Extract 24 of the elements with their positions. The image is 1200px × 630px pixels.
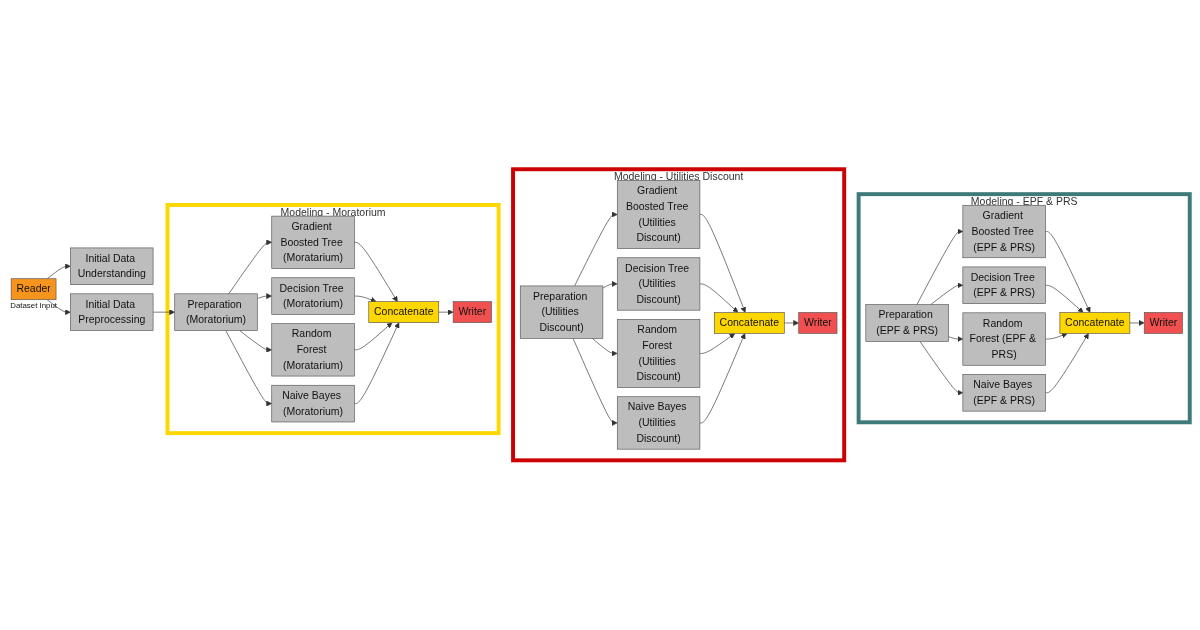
node-box: Concatenate xyxy=(1059,312,1131,334)
node-box: Concatenate xyxy=(368,301,440,324)
node-box: Initial Data Preprocessing xyxy=(70,293,154,332)
node-box: Preparation (Utilities Discount) xyxy=(519,285,604,339)
node-box: Naive Bayes (EPF & PRS) xyxy=(962,374,1046,412)
node-box: Decision Tree (Utilities Discount) xyxy=(616,257,701,311)
node-box: Concatenate xyxy=(714,312,785,334)
node-box: Random Forest (EPF & PRS) xyxy=(962,312,1046,366)
node-box: Random Forest (Moratarium) xyxy=(271,323,355,377)
node-box: Decision Tree (Moratorium) xyxy=(271,277,355,315)
node-box: Writer xyxy=(1143,312,1183,334)
node-box: Naive Bayes (Moratorium) xyxy=(271,385,355,423)
node-box: Naive Bayes (Utilities Discount) xyxy=(616,396,701,450)
node-box: Writer xyxy=(452,301,492,324)
node-box: Random Forest (Utilities Discount) xyxy=(616,319,701,389)
node-box: Gradient Boosted Tree (Moratarium) xyxy=(271,216,355,270)
node-box: Reader xyxy=(10,278,57,301)
node-box: Preparation (EPF & PRS) xyxy=(865,304,949,342)
node-box: Writer xyxy=(798,312,838,334)
node-box: Gradient Boosted Tree (EPF & PRS) xyxy=(962,205,1046,259)
node-box: Decision Tree (EPF & PRS) xyxy=(962,266,1046,305)
node-box: Gradient Boosted Tree (Utilities Discount) xyxy=(616,180,701,250)
node-box: Initial Data Understanding xyxy=(70,247,154,286)
node-box: Preparation (Moratorium) xyxy=(174,293,258,332)
